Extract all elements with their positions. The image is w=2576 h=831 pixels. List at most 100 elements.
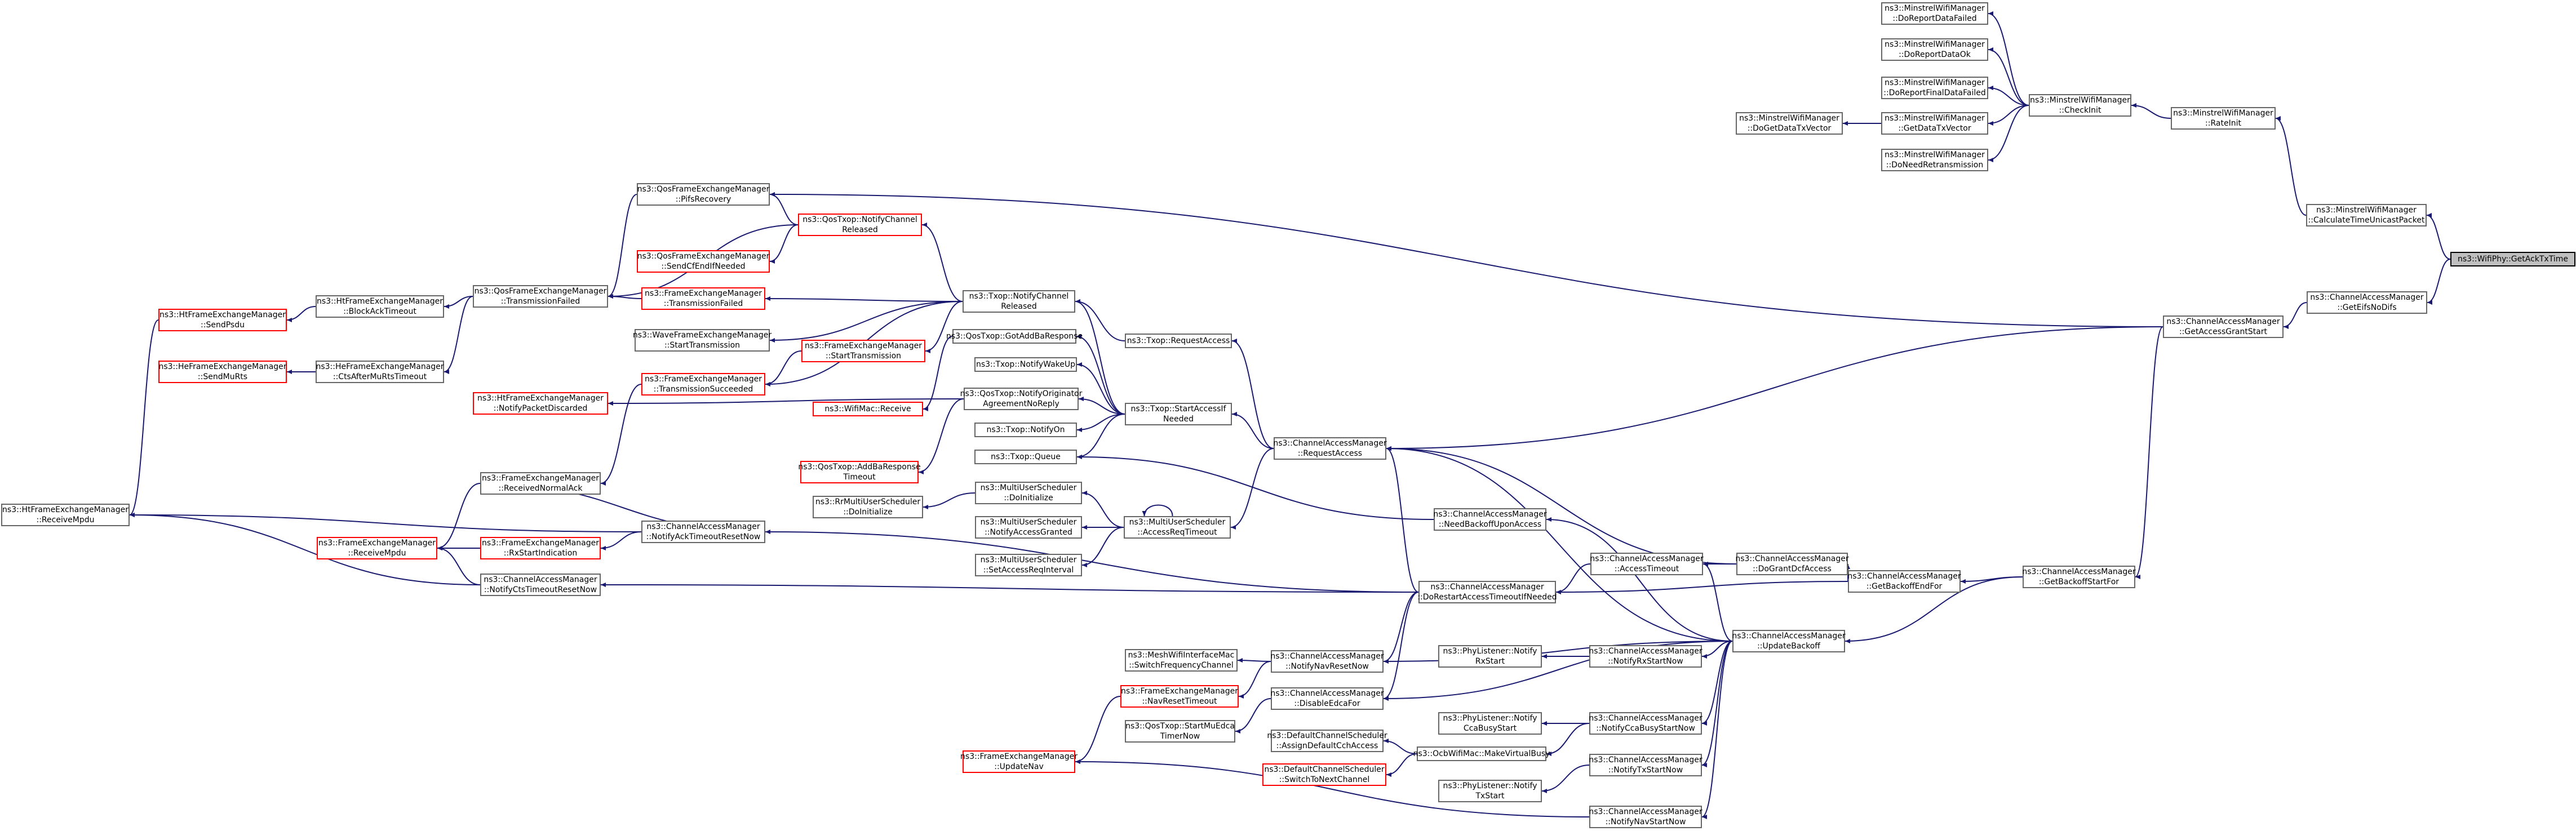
node-muinit[interactable]: ns3::MultiUserScheduler::DoInitialize (975, 482, 1082, 504)
node-fem-recvmpdu[interactable]: ns3::FrameExchangeManager::ReceiveMpdu (317, 537, 437, 559)
node-txopon[interactable]: ns3::Txop::NotifyOn (974, 423, 1077, 437)
node-backoffstart[interactable]: ns3::ChannelAccessManager::GetBackoffSta… (2022, 566, 2136, 588)
call-edge (769, 301, 963, 343)
node-htfem-pktdisc[interactable]: ns3::HtFrameExchangeManager::NotifyPacke… (473, 392, 608, 415)
node-restart[interactable]: ns3::ChannelAccessManager::DoRestartAcce… (1417, 581, 1557, 603)
node-mugranted[interactable]: ns3::MultiUserScheduler::NotifyAccessGra… (975, 516, 1082, 539)
node-label-line: ns3::Txop::NotifyWakeUp (976, 360, 1076, 369)
node-dogetdtx[interactable]: ns3::MinstrelWifiManager::DoGetDataTxVec… (1736, 112, 1843, 135)
node-label-line: ::NavResetTimeout (1142, 697, 1217, 706)
node-meshswitch[interactable]: ns3::MeshWifiInterfaceMac::SwitchFrequen… (1125, 649, 1238, 672)
node-navreset[interactable]: ns3::ChannelAccessManager::NotifyNavRese… (1270, 650, 1384, 673)
node-qfem-cfend[interactable]: ns3::QosFrameExchangeManager::SendCfEndI… (637, 250, 770, 273)
node-rptfail[interactable]: ns3::MinstrelWifiManager::DoReportDataFa… (1881, 2, 1988, 25)
node-label-line: ns3::ChannelAccessManager (484, 575, 597, 584)
node-checkinit[interactable]: ns3::MinstrelWifiManager::CheckInit (2029, 94, 2131, 117)
node-label-line: ns3::Txop::NotifyOn (986, 425, 1065, 434)
call-edge (1237, 658, 1271, 663)
call-edge (923, 492, 976, 509)
node-rptok[interactable]: ns3::MinstrelWifiManager::DoReportDataOk (1881, 38, 1988, 61)
node-rrinit[interactable]: ns3::RrMultiUserScheduler::DoInitialize (813, 496, 923, 518)
node-muaccessreq[interactable]: ns3::MultiUserScheduler::AccessReqTimeou… (1124, 516, 1231, 539)
node-fem-txsucc[interactable]: ns3::FrameExchangeManager::TransmissionS… (641, 373, 765, 395)
node-musetint[interactable]: ns3::MultiUserScheduler::SetAccessReqInt… (975, 554, 1082, 576)
node-rptfinal[interactable]: ns3::MinstrelWifiManager::DoReportFinalD… (1881, 77, 1988, 99)
node-calc[interactable]: ns3::MinstrelWifiManager::CalculateTimeU… (2306, 204, 2427, 226)
node-txopwakeup[interactable]: ns3::Txop::NotifyWakeUp (974, 357, 1077, 372)
node-wave-start[interactable]: ns3::WaveFrameExchangeManager::StartTran… (632, 329, 772, 352)
node-rxstartnow[interactable]: ns3::ChannelAccessManager::NotifyRxStart… (1589, 645, 1702, 668)
node-reqaccess[interactable]: ns3::ChannelAccessManager::RequestAccess (1273, 437, 1387, 460)
node-txopqueue[interactable]: ns3::Txop::Queue (974, 450, 1077, 464)
node-acctimeout[interactable]: ns3::ChannelAccessManager::AccessTimeout (1590, 553, 1704, 575)
node-fem-txfailed[interactable]: ns3::FrameExchangeManager::TransmissionF… (641, 287, 765, 310)
node-htfem-blockack[interactable]: ns3::HtFrameExchangeManager::BlockAckTim… (316, 295, 444, 318)
node-grantstart[interactable]: ns3::ChannelAccessManager::GetAccessGran… (2163, 315, 2284, 338)
node-label-line: ns3::ChannelAccessManager (1273, 439, 1387, 448)
node-updbackoff[interactable]: ns3::ChannelAccessManager::UpdateBackoff (1732, 630, 1846, 652)
node-fem-rxstartind[interactable]: ns3::FrameExchangeManager::RxStartIndica… (480, 537, 601, 559)
node-qosaddba[interactable]: ns3::QosTxop::GotAddBaResponse (946, 329, 1083, 344)
node-dogrant[interactable]: ns3::ChannelAccessManager::DoGrantDcfAcc… (1735, 553, 1849, 575)
node-getdtx[interactable]: ns3::MinstrelWifiManager::GetDataTxVecto… (1881, 112, 1988, 135)
node-label-line: ns3::PhyListener::Notify (1443, 647, 1537, 656)
call-edge (1076, 362, 1125, 415)
node-backoffend[interactable]: ns3::ChannelAccessManager::GetBackoffEnd… (1847, 570, 1961, 593)
node-qfem-pifs[interactable]: ns3::QosFrameExchangeManager::PifsRecove… (637, 183, 770, 206)
call-edge (286, 306, 316, 322)
node-label-line: ::ReceivedNormalAck (498, 484, 583, 493)
node-needretx[interactable]: ns3::MinstrelWifiManager::DoNeedRetransm… (1881, 149, 1988, 171)
node-hefem-cts[interactable]: ns3::HeFrameExchangeManager::CtsAfterMuR… (316, 361, 444, 383)
node-navstartnow[interactable]: ns3::ChannelAccessManager::NotifyNavStar… (1589, 806, 1702, 828)
node-ocbvirt[interactable]: ns3::OcbWifiMac::MakeVirtualBusy (1413, 746, 1550, 761)
node-label-line: ns3::FrameExchangeManager (318, 539, 436, 548)
node-getifs[interactable]: ns3::ChannelAccessManager::GetEifsNoDifs (2307, 291, 2427, 314)
node-label-line: RxStart (1475, 657, 1505, 666)
node-disableedca[interactable]: ns3::ChannelAccessManager::DisableEdcaFo… (1270, 687, 1384, 710)
node-label-line: ::RequestAccess (1297, 449, 1363, 458)
node-label-line: ::CalculateTimeUnicastPacket (2308, 216, 2425, 225)
node-label-line: ns3::WifiMac::Receive (824, 405, 911, 414)
node-label-line: ns3::QosTxop::NotifyChannel (802, 215, 917, 224)
node-fem-navreset[interactable]: ns3::FrameExchangeManager::NavResetTimeo… (1120, 685, 1239, 708)
node-assigndef[interactable]: ns3::DefaultChannelScheduler::AssignDefa… (1267, 730, 1387, 752)
node-cam-acktimeout[interactable]: ns3::ChannelAccessManager::NotifyAckTime… (641, 521, 765, 543)
node-label-line: ::AccessTimeout (1614, 565, 1679, 574)
node-label-line: ::DoInitialize (843, 508, 893, 517)
node-label-line: ns3::WaveFrameExchangeManager (632, 331, 772, 340)
node-needbackoff[interactable]: ns3::ChannelAccessManager::NeedBackoffUp… (1433, 508, 1547, 531)
node-fem-starttx[interactable]: ns3::FrameExchangeManager::StartTransmis… (801, 340, 925, 362)
node-label-line: ::DoReportFinalDataFailed (1883, 88, 1986, 97)
node-hefem-sendmurts[interactable]: ns3::HeFrameExchangeManager::SendMuRts (158, 361, 287, 383)
node-switchnext[interactable]: ns3::DefaultChannelScheduler::SwitchToNe… (1262, 763, 1386, 786)
node-ccabusy[interactable]: ns3::ChannelAccessManager::NotifyCcaBusy… (1589, 712, 1702, 735)
node-wifimacrx[interactable]: ns3::WifiMac::Receive (813, 402, 923, 416)
node-label-line: ::DoNeedRetransmission (1886, 161, 1984, 170)
node-qfem-txfailed[interactable]: ns3::QosFrameExchangeManager::Transmissi… (473, 285, 608, 308)
node-fem-recvnack[interactable]: ns3::FrameExchangeManager::ReceivedNorma… (480, 472, 601, 495)
node-cam-ctstimeout[interactable]: ns3::ChannelAccessManager::NotifyCtsTime… (480, 574, 601, 596)
node-txopreq[interactable]: ns3::Txop::RequestAccess (1125, 334, 1232, 348)
node-fem-updnav[interactable]: ns3::FrameExchangeManager::UpdateNav (960, 750, 1078, 773)
node-label-line: ns3::MultiUserScheduler (980, 483, 1077, 492)
node-rateinit[interactable]: ns3::MinstrelWifiManager::RateInit (2171, 107, 2276, 130)
node-htfem-sendpsdu[interactable]: ns3::HtFrameExchangeManager::SendPsdu (158, 309, 287, 331)
node-htfem-recvmpdu[interactable]: ns3::HtFrameExchangeManager::ReceiveMpdu (1, 504, 130, 526)
node-label-line: ns3::Txop::NotifyChannel (969, 292, 1069, 301)
node-label-line: ns3::QosTxop::StartMuEdca (1125, 722, 1235, 731)
call-edge (1546, 517, 1733, 642)
node-txstartnow[interactable]: ns3::ChannelAccessManager::NotifyTxStart… (1589, 754, 1702, 776)
call-edge (1075, 696, 1121, 764)
node-label-line: ns3::FrameExchangeManager (482, 539, 599, 548)
call-edge (1845, 576, 2023, 643)
call-edge (1988, 86, 2029, 106)
